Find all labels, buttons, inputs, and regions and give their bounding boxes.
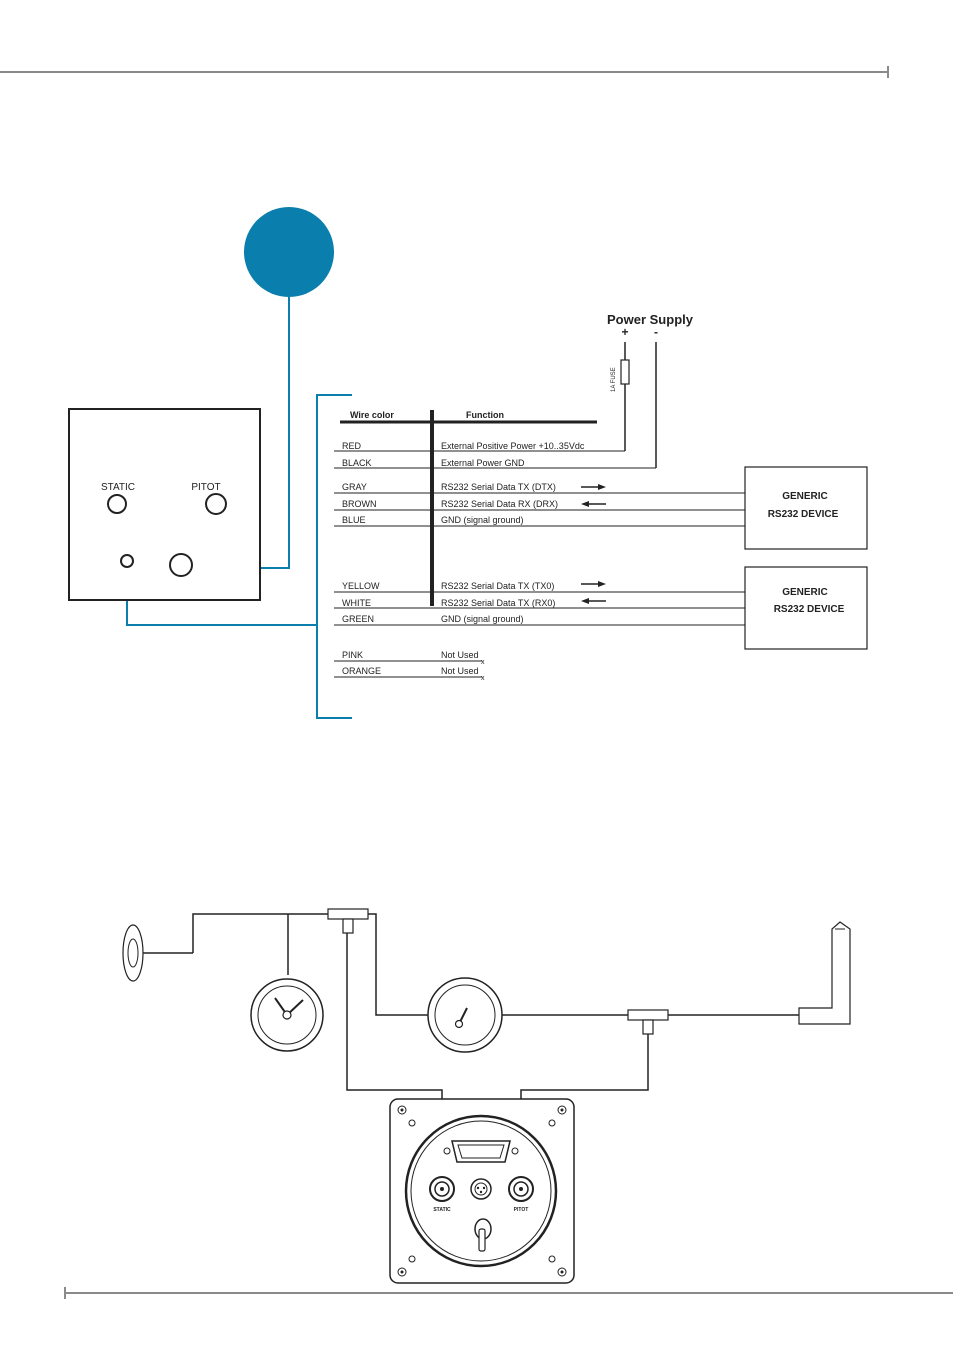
power-supply: Power Supply + - 1A FUSE	[607, 312, 694, 468]
instrument-pitot-fitting-icon	[508, 1176, 534, 1202]
wire-function: RS232 Serial Data TX (TX0)	[441, 581, 554, 591]
instrument-pitot-label: PITOT	[514, 1207, 529, 1213]
bottom-rule	[64, 1287, 953, 1299]
wire-color: ORANGE	[342, 666, 381, 676]
pitot-label: PITOT	[191, 482, 220, 493]
screw-icon	[397, 1267, 407, 1277]
row-red: RED External Positive Power +10..35Vdc	[334, 441, 625, 452]
svg-text:x: x	[481, 659, 485, 666]
wire-color: GRAY	[342, 482, 367, 492]
wiring-table: Wire color Function RED External Positiv…	[334, 410, 745, 682]
wire-function: Not Used	[441, 650, 479, 660]
static-line	[192, 913, 330, 953]
row-green: GREEN GND (signal ground)	[334, 614, 745, 626]
instrument-static-fitting-icon	[429, 1176, 455, 1202]
wire-function: RS232 Serial Data TX (RX0)	[441, 598, 555, 608]
row-black: BLACK External Power GND	[334, 458, 656, 469]
wire-color: RED	[342, 441, 362, 451]
rs232-device-2: GENERIC RS232 DEVICE	[744, 566, 868, 650]
instrument-back-view: STATIC PITOT	[389, 1098, 575, 1284]
arrow-rx-drx-icon	[581, 501, 606, 507]
pitot-port-bottom	[169, 553, 193, 577]
wire-color: GREEN	[342, 614, 374, 624]
pitot-tee-fitting-icon	[627, 1009, 669, 1035]
center-connector-icon	[470, 1178, 492, 1200]
row-gray: GRAY RS232 Serial Data TX (DTX)	[334, 482, 745, 494]
static-port-top	[107, 494, 127, 514]
static-tee-fitting-icon	[327, 908, 369, 934]
fuse-label: 1A FUSE	[611, 367, 617, 392]
svg-text:x: x	[481, 675, 485, 682]
screw-icon	[408, 1255, 416, 1263]
db-connector-icon	[443, 1140, 519, 1163]
wire-color: BLACK	[342, 458, 372, 468]
row-orange: ORANGE Not Used x	[334, 666, 485, 682]
device-line2: RS232 DEVICE	[768, 509, 839, 520]
power-minus-sign: -	[654, 325, 658, 339]
top-rule	[0, 66, 889, 78]
altimeter-gauge-icon	[250, 978, 324, 1052]
screw-icon	[557, 1267, 567, 1277]
wire-function: Not Used	[441, 666, 479, 676]
wire-function: GND (signal ground)	[441, 614, 524, 624]
wire-color: YELLOW	[342, 581, 380, 591]
wire-function: RS232 Serial Data TX (DTX)	[441, 482, 556, 492]
header-wire-color: Wire color	[350, 410, 394, 420]
screw-icon	[397, 1105, 407, 1115]
rs232-device-1: GENERIC RS232 DEVICE	[744, 466, 868, 550]
row-yellow: YELLOW RS232 Serial Data TX (TX0)	[334, 581, 745, 593]
wire-function: RS232 Serial Data RX (DRX)	[441, 499, 558, 509]
screw-icon	[548, 1119, 556, 1127]
device-line2: RS232 DEVICE	[774, 604, 845, 615]
device-line1: GENERIC	[782, 491, 828, 502]
device-line1: GENERIC	[782, 587, 828, 598]
screw-icon	[408, 1119, 416, 1127]
pitot-port-top	[205, 493, 227, 515]
arrow-tx-tx0-icon	[581, 581, 606, 587]
airspeed-gauge-icon	[427, 977, 503, 1053]
screw-icon	[548, 1255, 556, 1263]
static-label: STATIC	[101, 482, 135, 493]
adjust-knob-icon	[474, 1218, 492, 1252]
row-pink: PINK Not Used x	[334, 650, 485, 666]
wire-color: BLUE	[342, 515, 366, 525]
wire-function: GND (signal ground)	[441, 515, 524, 525]
wire-function: External Positive Power +10..35Vdc	[441, 441, 585, 451]
wire-color: PINK	[342, 650, 363, 660]
power-plus-sign: +	[621, 325, 628, 339]
callout-circle	[244, 207, 334, 297]
wire-color: WHITE	[342, 598, 371, 608]
instrument-static-label: STATIC	[433, 1207, 451, 1213]
screw-icon	[557, 1105, 567, 1115]
row-blue: BLUE GND (signal ground)	[334, 515, 745, 527]
wire-function: External Power GND	[441, 458, 525, 468]
arrow-rx-rx0-icon	[581, 598, 606, 604]
header-function: Function	[466, 410, 504, 420]
pitot-tube-icon	[798, 921, 851, 1025]
table-bracket	[316, 394, 352, 719]
wire-color: BROWN	[342, 499, 377, 509]
row-brown: BROWN RS232 Serial Data RX (DRX)	[334, 499, 745, 511]
arrow-tx-dtx-icon	[581, 484, 606, 490]
power-supply-title: Power Supply	[607, 312, 694, 327]
fuse	[620, 359, 630, 385]
port-panel: STATIC PITOT	[68, 408, 261, 601]
row-white: WHITE RS232 Serial Data TX (RX0)	[334, 598, 745, 609]
static-port-icon	[122, 924, 193, 982]
static-port-bottom	[120, 554, 134, 568]
